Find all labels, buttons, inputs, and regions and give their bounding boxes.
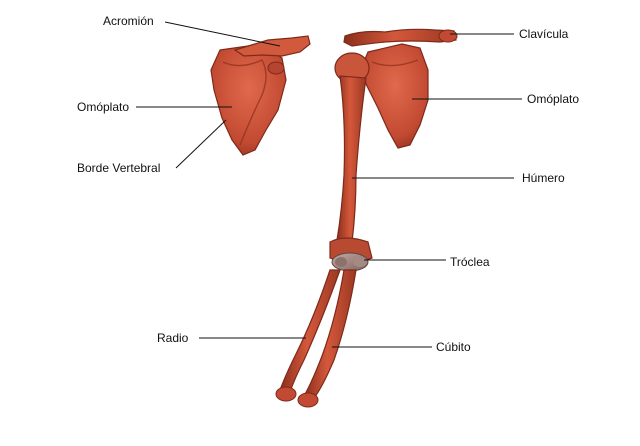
leader-borde-vertebral	[175, 119, 227, 169]
elbow-joint	[331, 252, 369, 272]
label-acromion: Acromión	[103, 14, 154, 28]
label-troclea: Tróclea	[450, 255, 490, 269]
leader-acromion	[164, 21, 281, 47]
right-scapula	[361, 43, 429, 149]
ulna	[297, 269, 357, 408]
radius	[275, 269, 341, 402]
humerus	[329, 52, 373, 263]
label-cubito: Cúbito	[436, 340, 471, 354]
label-clavicula: Clavícula	[519, 27, 569, 41]
clavicle	[343, 28, 458, 47]
label-humero: Húmero	[522, 171, 565, 185]
left-scapula	[210, 35, 311, 156]
label-borde-vertebral: Borde Vertebral	[77, 161, 160, 175]
leader-lines	[136, 21, 522, 348]
label-omoplato-right: Omóplato	[527, 92, 579, 106]
label-omoplato-left: Omóplato	[77, 100, 129, 114]
label-radio: Radio	[157, 331, 189, 345]
labels: Acromión Omóplato Borde Vertebral Clavíc…	[77, 14, 579, 354]
